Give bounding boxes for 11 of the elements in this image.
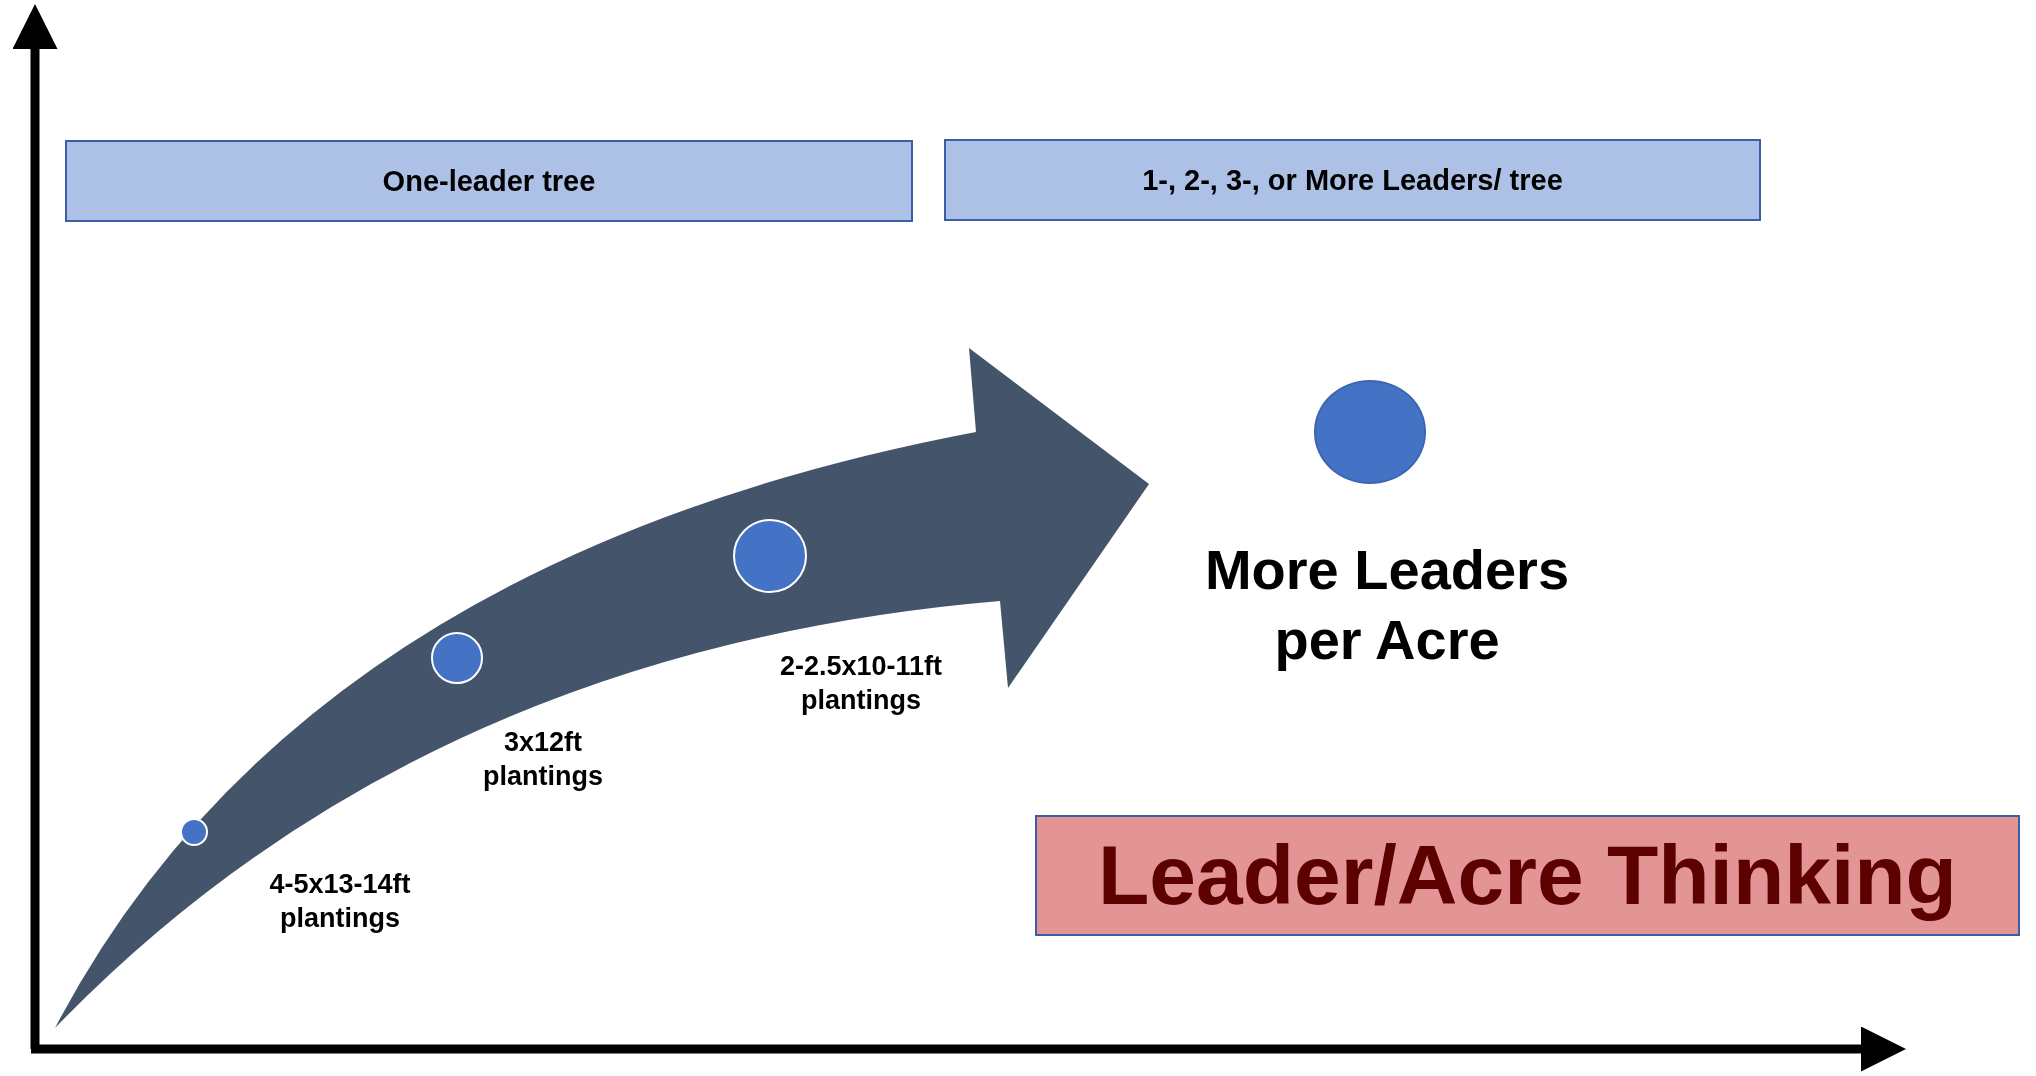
outcome-label: More Leaders per Acre <box>1203 537 1571 673</box>
title-banner <box>1035 815 2020 936</box>
category-band <box>65 140 913 222</box>
banner-title: Leader/Acre Thinking <box>1098 827 1957 924</box>
band-label: One-leader tree <box>382 164 596 198</box>
spacing-label: 4-5x13-14ft plantings <box>268 868 412 935</box>
spacing-label: 3x12ft plantings <box>482 726 604 793</box>
band-label: 1-, 2-, 3-, or More Leaders/ tree <box>1142 163 1563 197</box>
category-band <box>944 139 1761 221</box>
circle-marker <box>180 818 208 846</box>
spacing-label: 2-2.5x10-11ft plantings <box>778 650 944 717</box>
